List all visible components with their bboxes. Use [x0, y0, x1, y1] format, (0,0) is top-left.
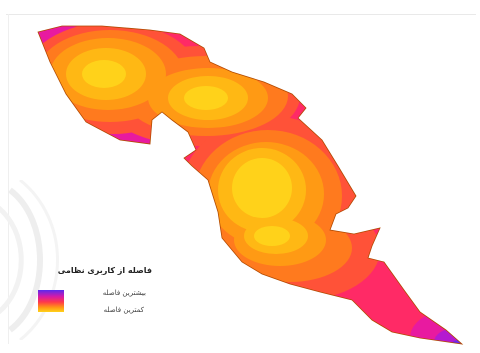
frame-border-left	[8, 14, 9, 344]
distance-band-north-core	[82, 60, 126, 88]
distance-band-north-core-2	[184, 86, 228, 110]
crescent-rings-watermark-icon	[0, 180, 59, 340]
legend-min-label: کمترین فاصله	[103, 306, 144, 314]
frame-border-top	[6, 14, 476, 15]
legend-title: فاصله از کاربری نظامی	[57, 266, 152, 275]
map-legend: فاصله از کاربری نظامی بیشترین فاصله کمتر…	[38, 266, 188, 326]
region-boundary	[37, 25, 464, 345]
legend-max-label: بیشترین فاصله	[102, 289, 146, 297]
distance-band-south-core	[254, 226, 290, 246]
distance-band-center-core	[232, 158, 292, 218]
legend-color-ramp	[38, 290, 64, 312]
